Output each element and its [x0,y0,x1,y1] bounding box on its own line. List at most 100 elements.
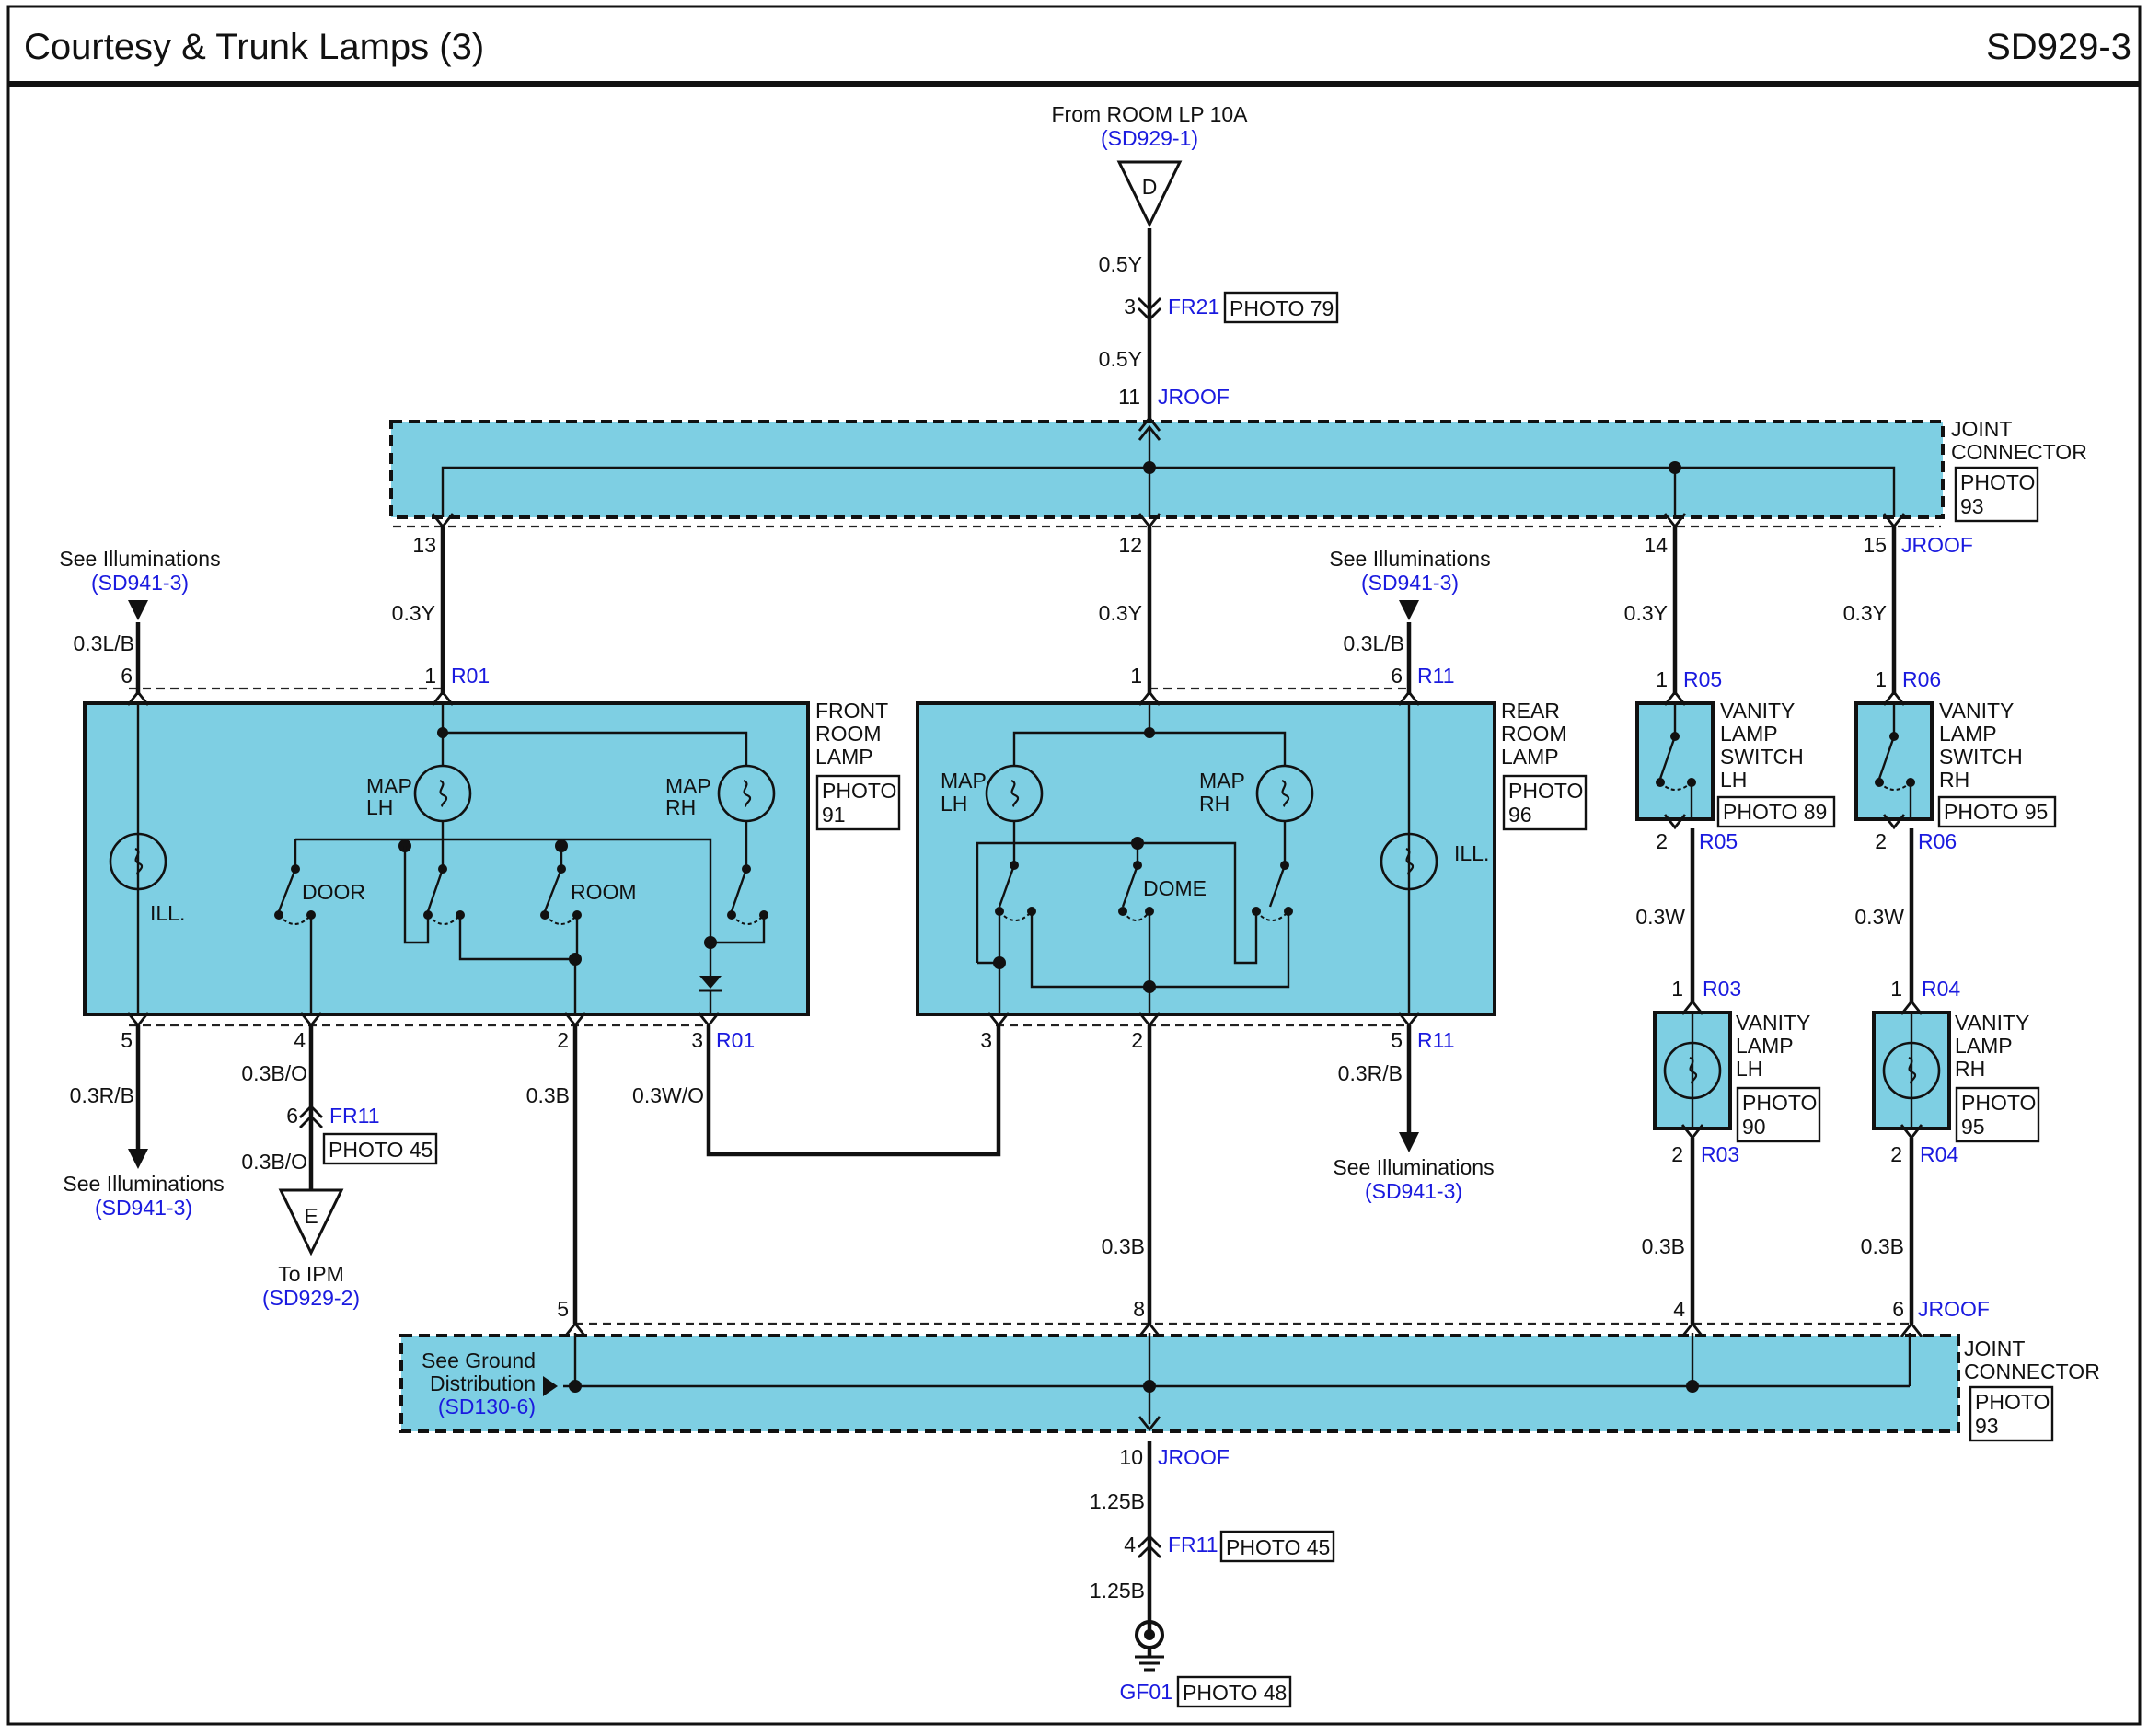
connector-d-triangle [1116,160,1183,228]
connector-r05[interactable]: R05 [1683,667,1722,691]
connector-r04[interactable]: R04 [1920,1142,1958,1166]
source-top-text: From ROOM LP 10A [1051,102,1248,126]
ground-ref-link[interactable]: (SD130-6) [438,1395,536,1418]
ground-gf01[interactable]: GF01 [1119,1680,1172,1704]
photo-box [1176,1675,1292,1708]
ill-ref-link[interactable]: (SD941-3) [1361,571,1459,595]
pin-number: 2 [1875,829,1887,853]
wire-label: 0.3W [1635,905,1685,929]
connector-fr11[interactable]: FR11 [1168,1533,1218,1557]
photo-ref: PHOTO 45 [1226,1535,1330,1559]
connector-r06[interactable]: R06 [1918,829,1957,853]
pin-number: 1 [424,664,436,688]
ill-ref-link[interactable]: (SD941-3) [91,571,189,595]
photo-ref: PHOTO [1975,1390,2050,1414]
connector-r03[interactable]: R03 [1703,977,1741,1001]
arrow-to-illum-left [128,1149,148,1169]
ill-ref-text: See Illuminations [1329,547,1490,571]
pin-number: 2 [557,1028,569,1052]
vanity-switch-lh-label: LAMP [1720,722,1778,746]
connector-r03[interactable]: R03 [1701,1142,1739,1166]
ill-ref-text: See Illuminations [59,547,220,571]
pin-number: 3 [980,1028,992,1052]
photo-ref: PHOTO 48 [1183,1681,1287,1705]
photo-ref: 90 [1742,1115,1766,1139]
pin-number: 12 [1118,533,1142,557]
vanity-switch-lh-label: SWITCH [1720,745,1804,769]
connector-jroof[interactable]: JROOF [1158,385,1230,409]
connector-jroof[interactable]: JROOF [1158,1445,1230,1469]
arrow-from-illum-left [128,600,148,620]
photo-ref: PHOTO 95 [1944,800,2048,824]
connector-e-triangle [278,1188,344,1256]
connector-jroof[interactable]: JROOF [1918,1297,1990,1321]
ground-ref-text: See Ground [422,1348,536,1372]
connector-r05[interactable]: R05 [1699,829,1738,853]
pin-number: 8 [1133,1297,1145,1321]
pin-number: 14 [1644,533,1668,557]
fl-room-label: ROOM [571,880,637,904]
fl-ill-label: ILL. [150,901,185,925]
arrow-from-illum-right [1399,600,1419,620]
pin-number: 3 [691,1028,703,1052]
connector-e-letter: E [304,1204,318,1228]
pin-number: 10 [1119,1445,1143,1469]
front-lamp-label: FRONT [815,699,888,723]
pin-number: 3 [1124,295,1136,318]
vanity-switch-internals [1656,705,1941,1127]
ground-symbol [1135,1620,1164,1672]
to-ipm-text: To IPM [278,1262,344,1286]
to-ipm-ref[interactable]: (SD929-2) [262,1286,360,1310]
wire-label: 0.3L/B [74,631,135,655]
photo-box [1736,1086,1821,1143]
connector-fr11[interactable]: FR11 [329,1104,380,1128]
front-lamp-label: LAMP [815,745,873,769]
connector-r04[interactable]: R04 [1922,977,1960,1001]
photo-box [1219,1530,1335,1563]
pin-number: 2 [1131,1028,1143,1052]
photo-ref: PHOTO [1960,470,2035,494]
fl-map-lh-label: MAP [366,774,412,798]
connector-fr21[interactable]: FR21 [1168,295,1219,318]
pin-number: 5 [557,1297,569,1321]
connector-r11[interactable]: R11 [1417,664,1455,688]
photo-box [1223,291,1339,324]
wire-label: 0.3B [1642,1234,1685,1258]
pin-number: 4 [294,1028,306,1052]
fl-door-label: DOOR [302,880,365,904]
ill-ref-text: See Illuminations [1333,1155,1494,1179]
source-top-ref[interactable]: (SD929-1) [1101,126,1198,150]
vanity-switch-rh-label: RH [1939,768,1969,792]
connector-shells [129,525,1941,1325]
vanity-switch-rh-label: VANITY [1939,699,2014,723]
pin-number: 1 [1890,977,1902,1001]
photo-ref: 91 [822,803,846,827]
wire-label: 1.25B [1090,1579,1145,1603]
joint-connector-top [389,420,1945,519]
photo-ref: PHOTO 79 [1230,296,1334,320]
pin-number: 5 [1391,1028,1403,1052]
photo-ref: PHOTO [822,779,896,803]
pin-number: 1 [1875,667,1887,691]
rear-lamp-label: LAMP [1501,745,1559,769]
connector-d-letter: D [1142,175,1158,199]
vanity-switch-rh-label: LAMP [1939,722,1997,746]
ill-ref-link[interactable]: (SD941-3) [95,1196,192,1220]
vanity-lamp-lh-label: LAMP [1736,1034,1794,1058]
joint-top-label: JOINT [1951,417,2012,441]
connector-jroof[interactable]: JROOF [1901,533,1973,557]
connector-r01[interactable]: R01 [451,664,490,688]
page-code: SD929-3 [1986,27,2131,67]
pin-number: 2 [1890,1142,1902,1166]
photo-box [322,1132,438,1165]
wiring [135,228,1914,1630]
connector-r01[interactable]: R01 [716,1028,755,1052]
connector-r11[interactable]: R11 [1417,1028,1455,1052]
wire-label: 0.3L/B [1344,631,1405,655]
connector-r06[interactable]: R06 [1902,667,1941,691]
pin-number: 1 [1130,664,1142,688]
photo-box [1937,795,2057,828]
ill-ref-link[interactable]: (SD941-3) [1365,1179,1462,1203]
